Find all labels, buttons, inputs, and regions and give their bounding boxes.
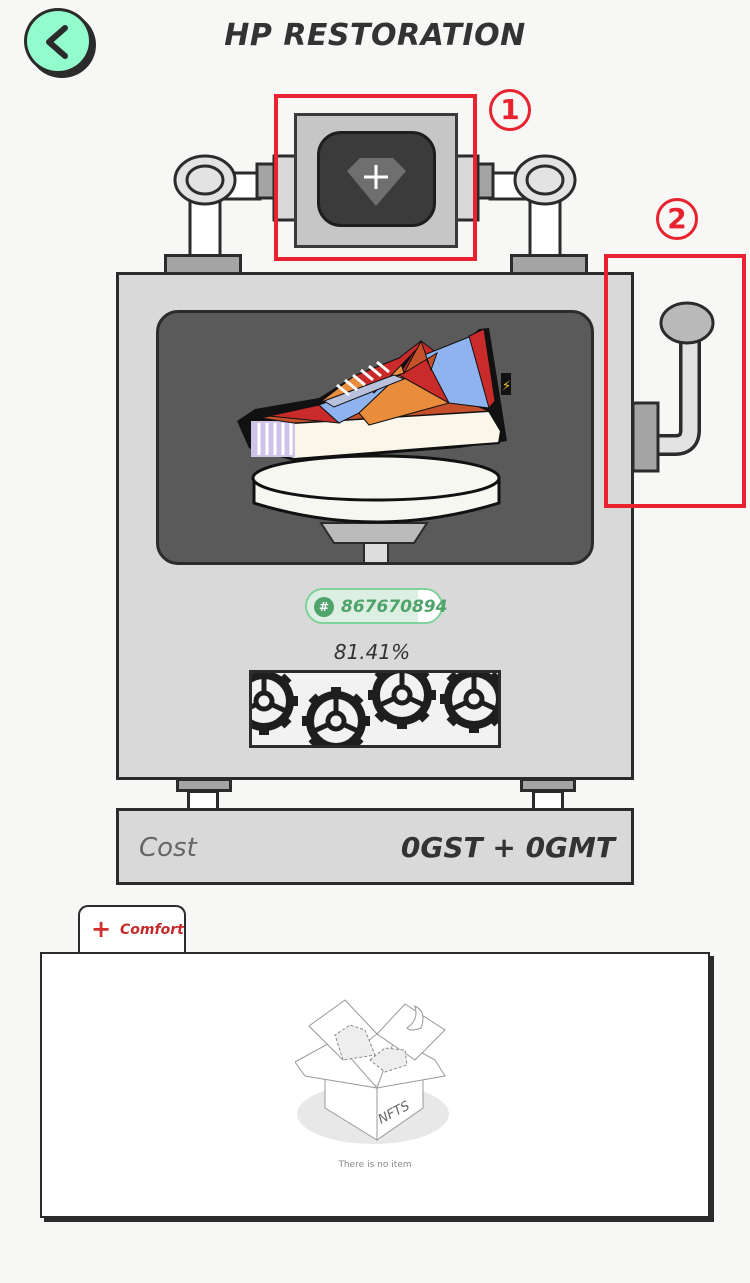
back-button[interactable] xyxy=(24,8,92,74)
empty-state-text: There is no item xyxy=(338,1160,412,1170)
empty-box-icon: NFTS xyxy=(295,999,449,1144)
gears-progress xyxy=(249,670,501,748)
gem-plus-icon xyxy=(347,158,406,206)
cost-value: 0GST + 0GMT xyxy=(400,831,615,864)
chevron-left-icon xyxy=(46,25,68,59)
svg-text:⚡: ⚡ xyxy=(502,379,511,394)
annotation-box-2 xyxy=(604,254,746,508)
sneaker-id-badge: # 867670894 xyxy=(305,588,447,624)
hash-icon: # xyxy=(314,597,334,617)
sneaker-image: ⚡ xyxy=(237,328,511,562)
sneaker-id: 867670894 xyxy=(341,597,448,617)
lever-icon[interactable] xyxy=(630,295,730,475)
cost-bar: Cost 0GST + 0GMT xyxy=(116,808,634,885)
annotation-number-1: 1 xyxy=(489,89,531,131)
tab-comfort[interactable]: + Comfort xyxy=(78,905,186,955)
plus-icon: + xyxy=(91,915,112,943)
cost-label: Cost xyxy=(139,833,197,863)
machine-arms xyxy=(173,154,577,262)
page-title: HP RESTORATION xyxy=(224,18,526,53)
sneaker-display: ⚡ xyxy=(156,310,594,565)
tab-comfort-label: Comfort xyxy=(120,922,184,938)
gears-icon xyxy=(252,673,498,745)
hp-percent: 81.41% xyxy=(333,640,411,664)
annotation-number-2: 2 xyxy=(656,198,698,240)
gem-slot-button[interactable] xyxy=(317,131,436,227)
annotation-box-1 xyxy=(274,94,477,261)
